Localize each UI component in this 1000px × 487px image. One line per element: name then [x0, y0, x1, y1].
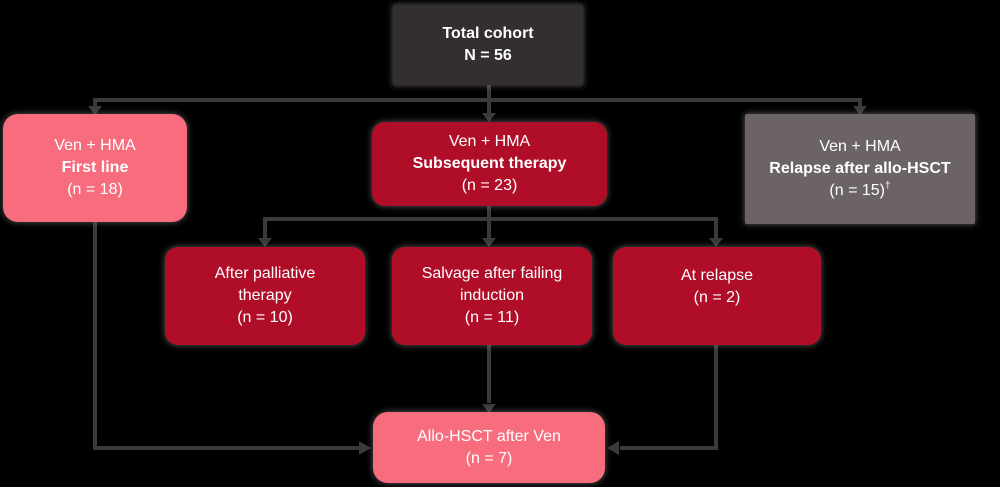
node-after-palliative-therapy: After palliative therapy (n = 10) [165, 247, 365, 345]
node-text-line: Subsequent therapy [412, 155, 567, 172]
n-value: (n = 15) [829, 182, 886, 199]
node-text-line: Total cohort [442, 25, 534, 42]
node-text-line: (n = 2) [693, 289, 741, 306]
node-allo-hsct-after-ven: Allo-HSCT after Ven (n = 7) [373, 412, 605, 483]
node-text-line: (n = 18) [67, 181, 123, 198]
node-text-line: Allo-HSCT after Ven [417, 427, 561, 445]
node-text-line: (n = 15)† [829, 180, 890, 202]
node-text-line: (n = 10) [237, 309, 293, 326]
node-text-line: induction [459, 287, 525, 304]
node-text-line: Ven + HMA [54, 137, 136, 154]
node-text-line: Ven + HMA [819, 138, 901, 155]
node-text-line: After palliative [214, 265, 316, 282]
node-text-line: First line [61, 159, 129, 176]
node-subsequent-therapy: Ven + HMA Subsequent therapy (n = 23) [372, 122, 607, 206]
node-text-line: (n = 23) [461, 177, 518, 194]
node-text-line: N = 56 [464, 47, 512, 64]
node-text-line: Salvage after failing [421, 265, 563, 282]
node-text-line: (n = 11) [464, 309, 520, 326]
node-text-line: Relapse after allo-HSCT [769, 160, 951, 177]
arrowheads [88, 106, 867, 455]
node-text-line: At relapse [680, 267, 754, 284]
dagger-superscript: † [885, 180, 891, 192]
node-first-line: Ven + HMA First line (n = 18) [3, 114, 187, 222]
node-text-line: Ven + HMA [448, 133, 531, 150]
node-salvage-after-failing-induction: Salvage after failing induction (n = 11) [392, 247, 592, 345]
node-total-cohort: Total cohort N = 56 [393, 5, 583, 85]
node-text-line: therapy [238, 287, 292, 304]
node-at-relapse: At relapse (n = 2) [613, 247, 821, 345]
node-text-line: (n = 7) [465, 449, 513, 467]
node-relapse-after-allo-hsct: Ven + HMA Relapse after allo-HSCT (n = 1… [745, 114, 975, 224]
